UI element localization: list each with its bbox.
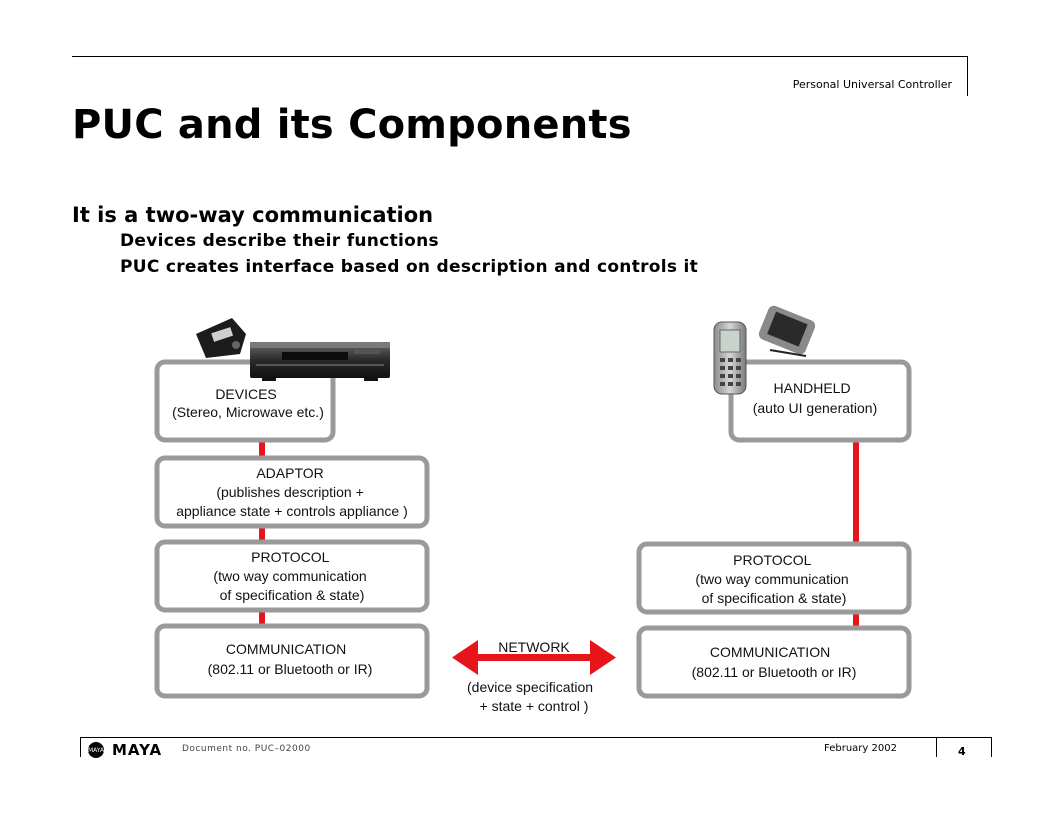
bullet-sub-1: Devices describe their functions xyxy=(120,231,439,251)
footer-tick-left xyxy=(80,737,81,757)
network-arrowhead-right xyxy=(590,640,616,675)
pda-picture xyxy=(758,305,816,357)
adaptor-desc-2: appliance state + controls appliance ) xyxy=(176,503,408,519)
clock-radio-picture xyxy=(196,318,246,358)
footer-date: February 2002 xyxy=(824,743,897,754)
footer-tick-right xyxy=(991,737,992,757)
header-rule xyxy=(72,56,968,57)
protocol-left-title: PROTOCOL xyxy=(251,549,330,565)
svg-text:PROTOCOL (two way commun: PROTOCOL (two way communication of speci… xyxy=(695,552,852,606)
svg-text:HANDHELD (auto UI genera: HANDHELD (auto UI generation) xyxy=(753,380,878,416)
devices-desc: (Stereo, Microwave etc.) xyxy=(172,404,324,420)
devices-box xyxy=(154,359,336,443)
communication-left-title: COMMUNICATION xyxy=(226,641,346,657)
adaptor-title: ADAPTOR xyxy=(256,465,323,481)
protocol-right-desc-2: of specification & state) xyxy=(702,590,847,606)
protocol-right-box xyxy=(636,541,912,615)
adaptor-box xyxy=(154,455,430,529)
right-stack: HANDHELD (auto UI generation) PROTOCOL (… xyxy=(636,359,912,699)
link-left-2 xyxy=(259,526,265,542)
network-desc-2: + state + control ) xyxy=(480,698,589,714)
link-lines xyxy=(259,442,859,628)
page-number: 4 xyxy=(958,745,966,758)
header-rule-tick xyxy=(967,56,968,96)
network-arrowhead-left xyxy=(452,640,478,675)
devices-title: DEVICES xyxy=(215,386,276,402)
bullet-sub-2: PUC creates interface based on descripti… xyxy=(120,257,699,277)
maya-logo-mark: MAYA xyxy=(88,742,104,758)
footer-tick-mid xyxy=(936,737,937,757)
maya-logo-text: MAYA xyxy=(112,741,163,759)
communication-left-desc: (802.11 or Bluetooth or IR) xyxy=(208,661,373,677)
header-label: Personal Universal Controller xyxy=(792,78,952,91)
bullet-main: It is a two-way communication xyxy=(72,203,434,227)
network-title: NETWORK xyxy=(498,639,570,655)
protocol-left-desc-1: (two way communication xyxy=(213,568,366,584)
link-right-1 xyxy=(853,442,859,544)
svg-text:ADAPTOR (publishes descr: ADAPTOR (publishes description + applian… xyxy=(176,465,408,519)
network-arrow: NETWORK (device specification + state + … xyxy=(452,639,616,714)
svg-text:COMMUNICATION (802.11 or: COMMUNICATION (802.11 or Bluetooth or IR… xyxy=(692,644,857,680)
adaptor-desc-1: (publishes description + xyxy=(216,484,363,500)
handheld-box xyxy=(728,359,912,443)
protocol-right-desc-1: (two way communication xyxy=(695,571,848,587)
svg-text:COMMUNICATION (802.11 or: COMMUNICATION (802.11 or Bluetooth or IR… xyxy=(208,641,373,677)
phone-picture xyxy=(713,321,747,395)
protocol-left-box xyxy=(154,539,430,613)
link-left-3 xyxy=(259,610,265,626)
link-left-1 xyxy=(259,442,265,458)
link-right-2 xyxy=(853,612,859,628)
footer-rule xyxy=(80,737,992,738)
svg-text:DEVICES (Stereo, Microwa: DEVICES (Stereo, Microwave etc.) xyxy=(172,386,324,420)
svg-text:(device specification +: (device specification + state + control … xyxy=(467,679,597,714)
maya-logo: MAYA MAYA xyxy=(88,741,162,759)
protocol-left-desc-2: of specification & state) xyxy=(220,587,365,603)
slide-title: PUC and its Components xyxy=(72,102,632,148)
svg-text:NETWORK: NETWORK xyxy=(498,639,570,655)
communication-right-desc: (802.11 or Bluetooth or IR) xyxy=(692,664,857,680)
svg-text:PROTOCOL (two way commun: PROTOCOL (two way communication of speci… xyxy=(213,549,370,603)
stereo-picture xyxy=(250,342,390,381)
bullet-list: It is a two-way communication Devices de… xyxy=(72,202,698,280)
communication-right-title: COMMUNICATION xyxy=(710,644,830,660)
communication-left-box xyxy=(154,623,430,699)
handheld-desc: (auto UI generation) xyxy=(753,400,878,416)
document-number: Document no. PUC–02000 xyxy=(182,744,311,754)
network-desc-1: (device specification xyxy=(467,679,593,695)
communication-right-box xyxy=(636,625,912,699)
left-stack: DEVICES (Stereo, Microwave etc.) ADAPTOR… xyxy=(154,359,430,699)
protocol-right-title: PROTOCOL xyxy=(733,552,812,568)
handheld-title: HANDHELD xyxy=(774,380,851,396)
